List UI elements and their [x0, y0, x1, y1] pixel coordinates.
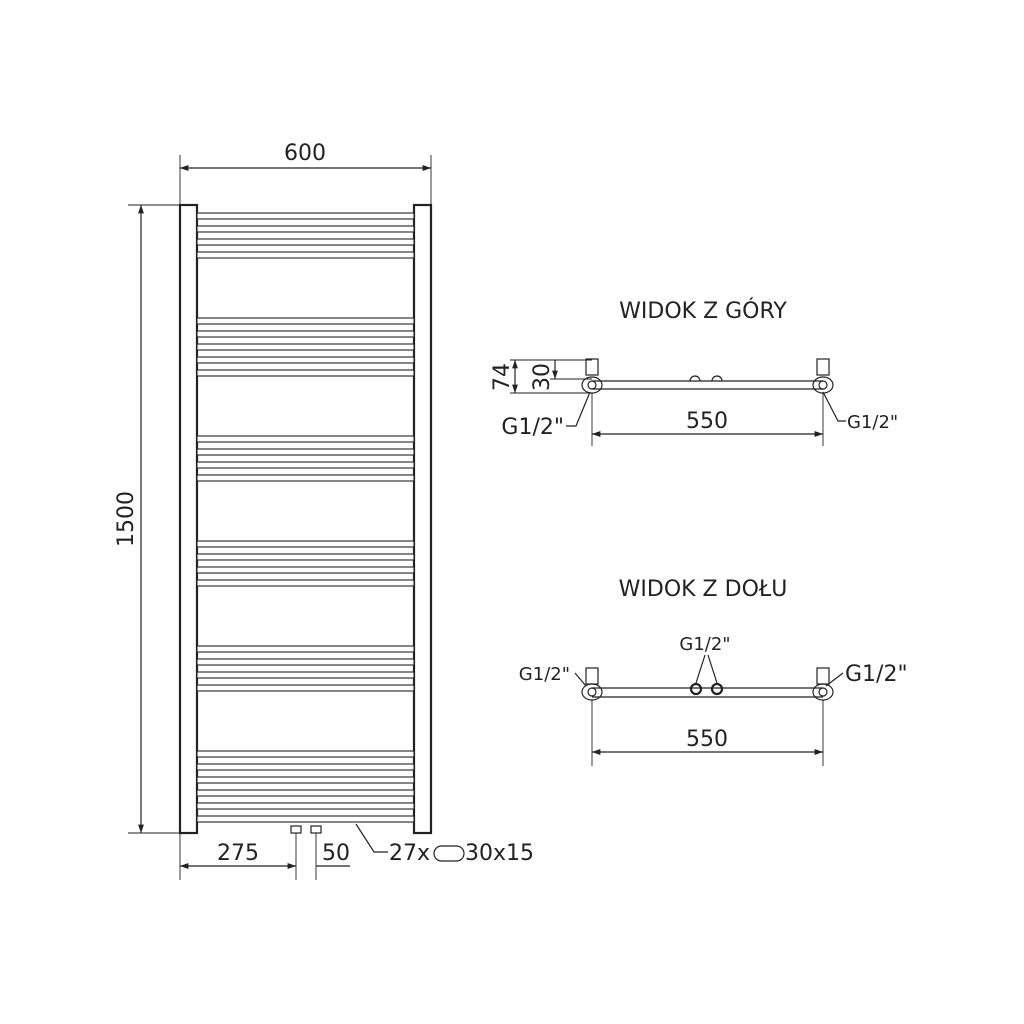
tube-20	[196, 671, 415, 679]
bottom-connector-left	[290, 825, 302, 834]
tube-27	[196, 815, 415, 823]
tube-25	[196, 789, 415, 797]
top-left-connector-label: G1/2"	[501, 415, 564, 440]
top-right-connector-label: G1/2"	[847, 412, 898, 433]
left-collector	[178, 203, 199, 835]
tube-17	[196, 579, 415, 587]
left-offset-label: 275	[217, 841, 259, 866]
tube-16	[196, 566, 415, 574]
bottom-center-connector-label: G1/2"	[679, 634, 730, 655]
tube-4	[196, 251, 415, 259]
bottom-axis-spacing-label: 550	[686, 727, 728, 752]
bottom-connector-right	[310, 825, 322, 834]
tube-12	[196, 461, 415, 469]
tube-9	[196, 369, 415, 377]
tube-6	[196, 330, 415, 338]
tube-24	[196, 776, 415, 784]
bottom-left-cap	[585, 667, 599, 685]
bottom-right-cap	[816, 667, 830, 685]
height-dimension: 1500	[114, 204, 180, 834]
tube-13	[196, 474, 415, 482]
bottom-right-connector-bore	[818, 687, 828, 697]
tube-8	[196, 356, 415, 364]
top-right-cap	[816, 358, 830, 376]
bottom-dimensions: 275 50	[179, 833, 350, 880]
top-left-cap	[585, 358, 599, 376]
top-right-connector-bore	[818, 380, 828, 390]
tube-22	[196, 750, 415, 758]
tube-19	[196, 658, 415, 666]
top-axis-spacing-label: 550	[686, 409, 728, 434]
tube-18	[196, 645, 415, 653]
width-dimension: 600	[179, 141, 432, 205]
top-view: WIDOK Z GÓRY 74 30 G1/2" G1/2" 55	[490, 298, 898, 446]
top-left-connector-bore	[587, 380, 597, 390]
top-view-heading: WIDOK Z GÓRY	[619, 298, 787, 324]
tube-3	[196, 238, 415, 246]
tube-count-label: 27x	[389, 841, 430, 866]
tube-15	[196, 553, 415, 561]
tube-2	[196, 225, 415, 233]
height-label: 1500	[114, 491, 139, 547]
bottom-center-connector-left	[689, 682, 703, 696]
inner-depth-label: 30	[530, 363, 555, 391]
tube-21	[196, 684, 415, 692]
tube-callout: 27x 30x15	[355, 823, 534, 866]
tube-23	[196, 763, 415, 771]
tube-rows	[196, 212, 415, 823]
bottom-view-heading: WIDOK Z DOŁU	[619, 577, 788, 602]
right-collector	[412, 203, 433, 835]
tube-10	[196, 435, 415, 443]
bottom-left-connector-label: G1/2"	[519, 664, 570, 685]
connection-spacing-label: 50	[322, 841, 350, 866]
bottom-center-connector-right	[710, 682, 724, 696]
bottom-left-connector-bore	[587, 687, 597, 697]
tube-profile-label: 30x15	[465, 841, 534, 866]
width-label: 600	[284, 141, 326, 166]
tube-26	[196, 802, 415, 810]
tube-1	[196, 212, 415, 220]
bottom-right-connector-label: G1/2"	[845, 662, 908, 687]
tube-7	[196, 343, 415, 351]
oval-profile-icon	[433, 845, 465, 862]
tube-11	[196, 448, 415, 456]
front-view: 600 1500 275 50 27x 30x15	[114, 141, 534, 880]
tube-14	[196, 540, 415, 548]
depth-label: 74	[490, 363, 515, 391]
bottom-view: WIDOK Z DOŁU G1/2" G1/2" G1/2" 550	[519, 577, 908, 766]
top-right-connector	[812, 376, 834, 394]
tube-5	[196, 317, 415, 325]
